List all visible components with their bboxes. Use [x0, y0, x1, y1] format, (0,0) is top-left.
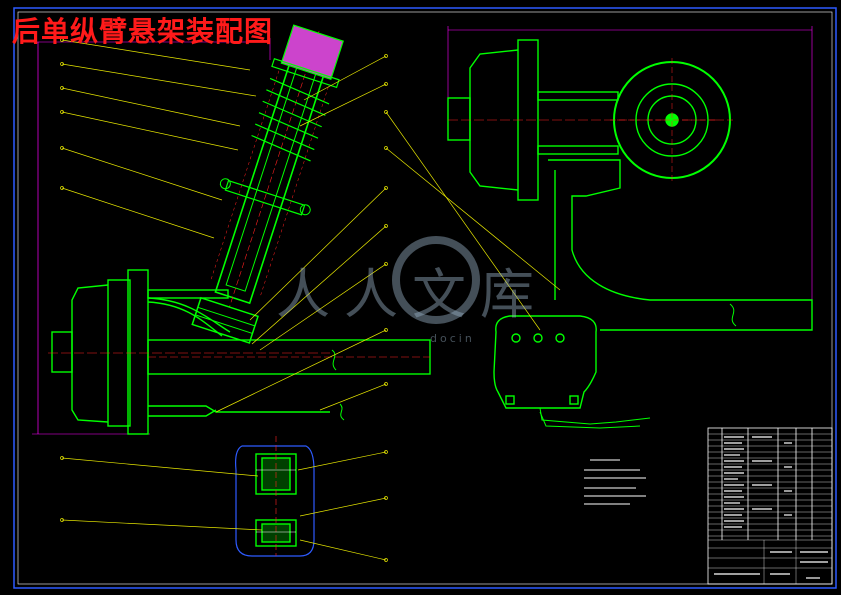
outer-frame: [13, 7, 837, 589]
technical-notes: [584, 459, 646, 505]
main-view: [32, 24, 431, 435]
side-view: [447, 26, 813, 429]
inner-frame: [17, 11, 833, 585]
parts-list-rows: [708, 433, 832, 584]
drawing-title: 后单纵臂悬架装配图: [12, 15, 274, 48]
section-detail: [235, 436, 315, 557]
parts-list-text: [714, 436, 828, 579]
leader-lines: [61, 39, 561, 561]
leader-markers: [60, 38, 388, 562]
hub-assembly-left: [51, 269, 431, 435]
strut: [191, 24, 344, 344]
